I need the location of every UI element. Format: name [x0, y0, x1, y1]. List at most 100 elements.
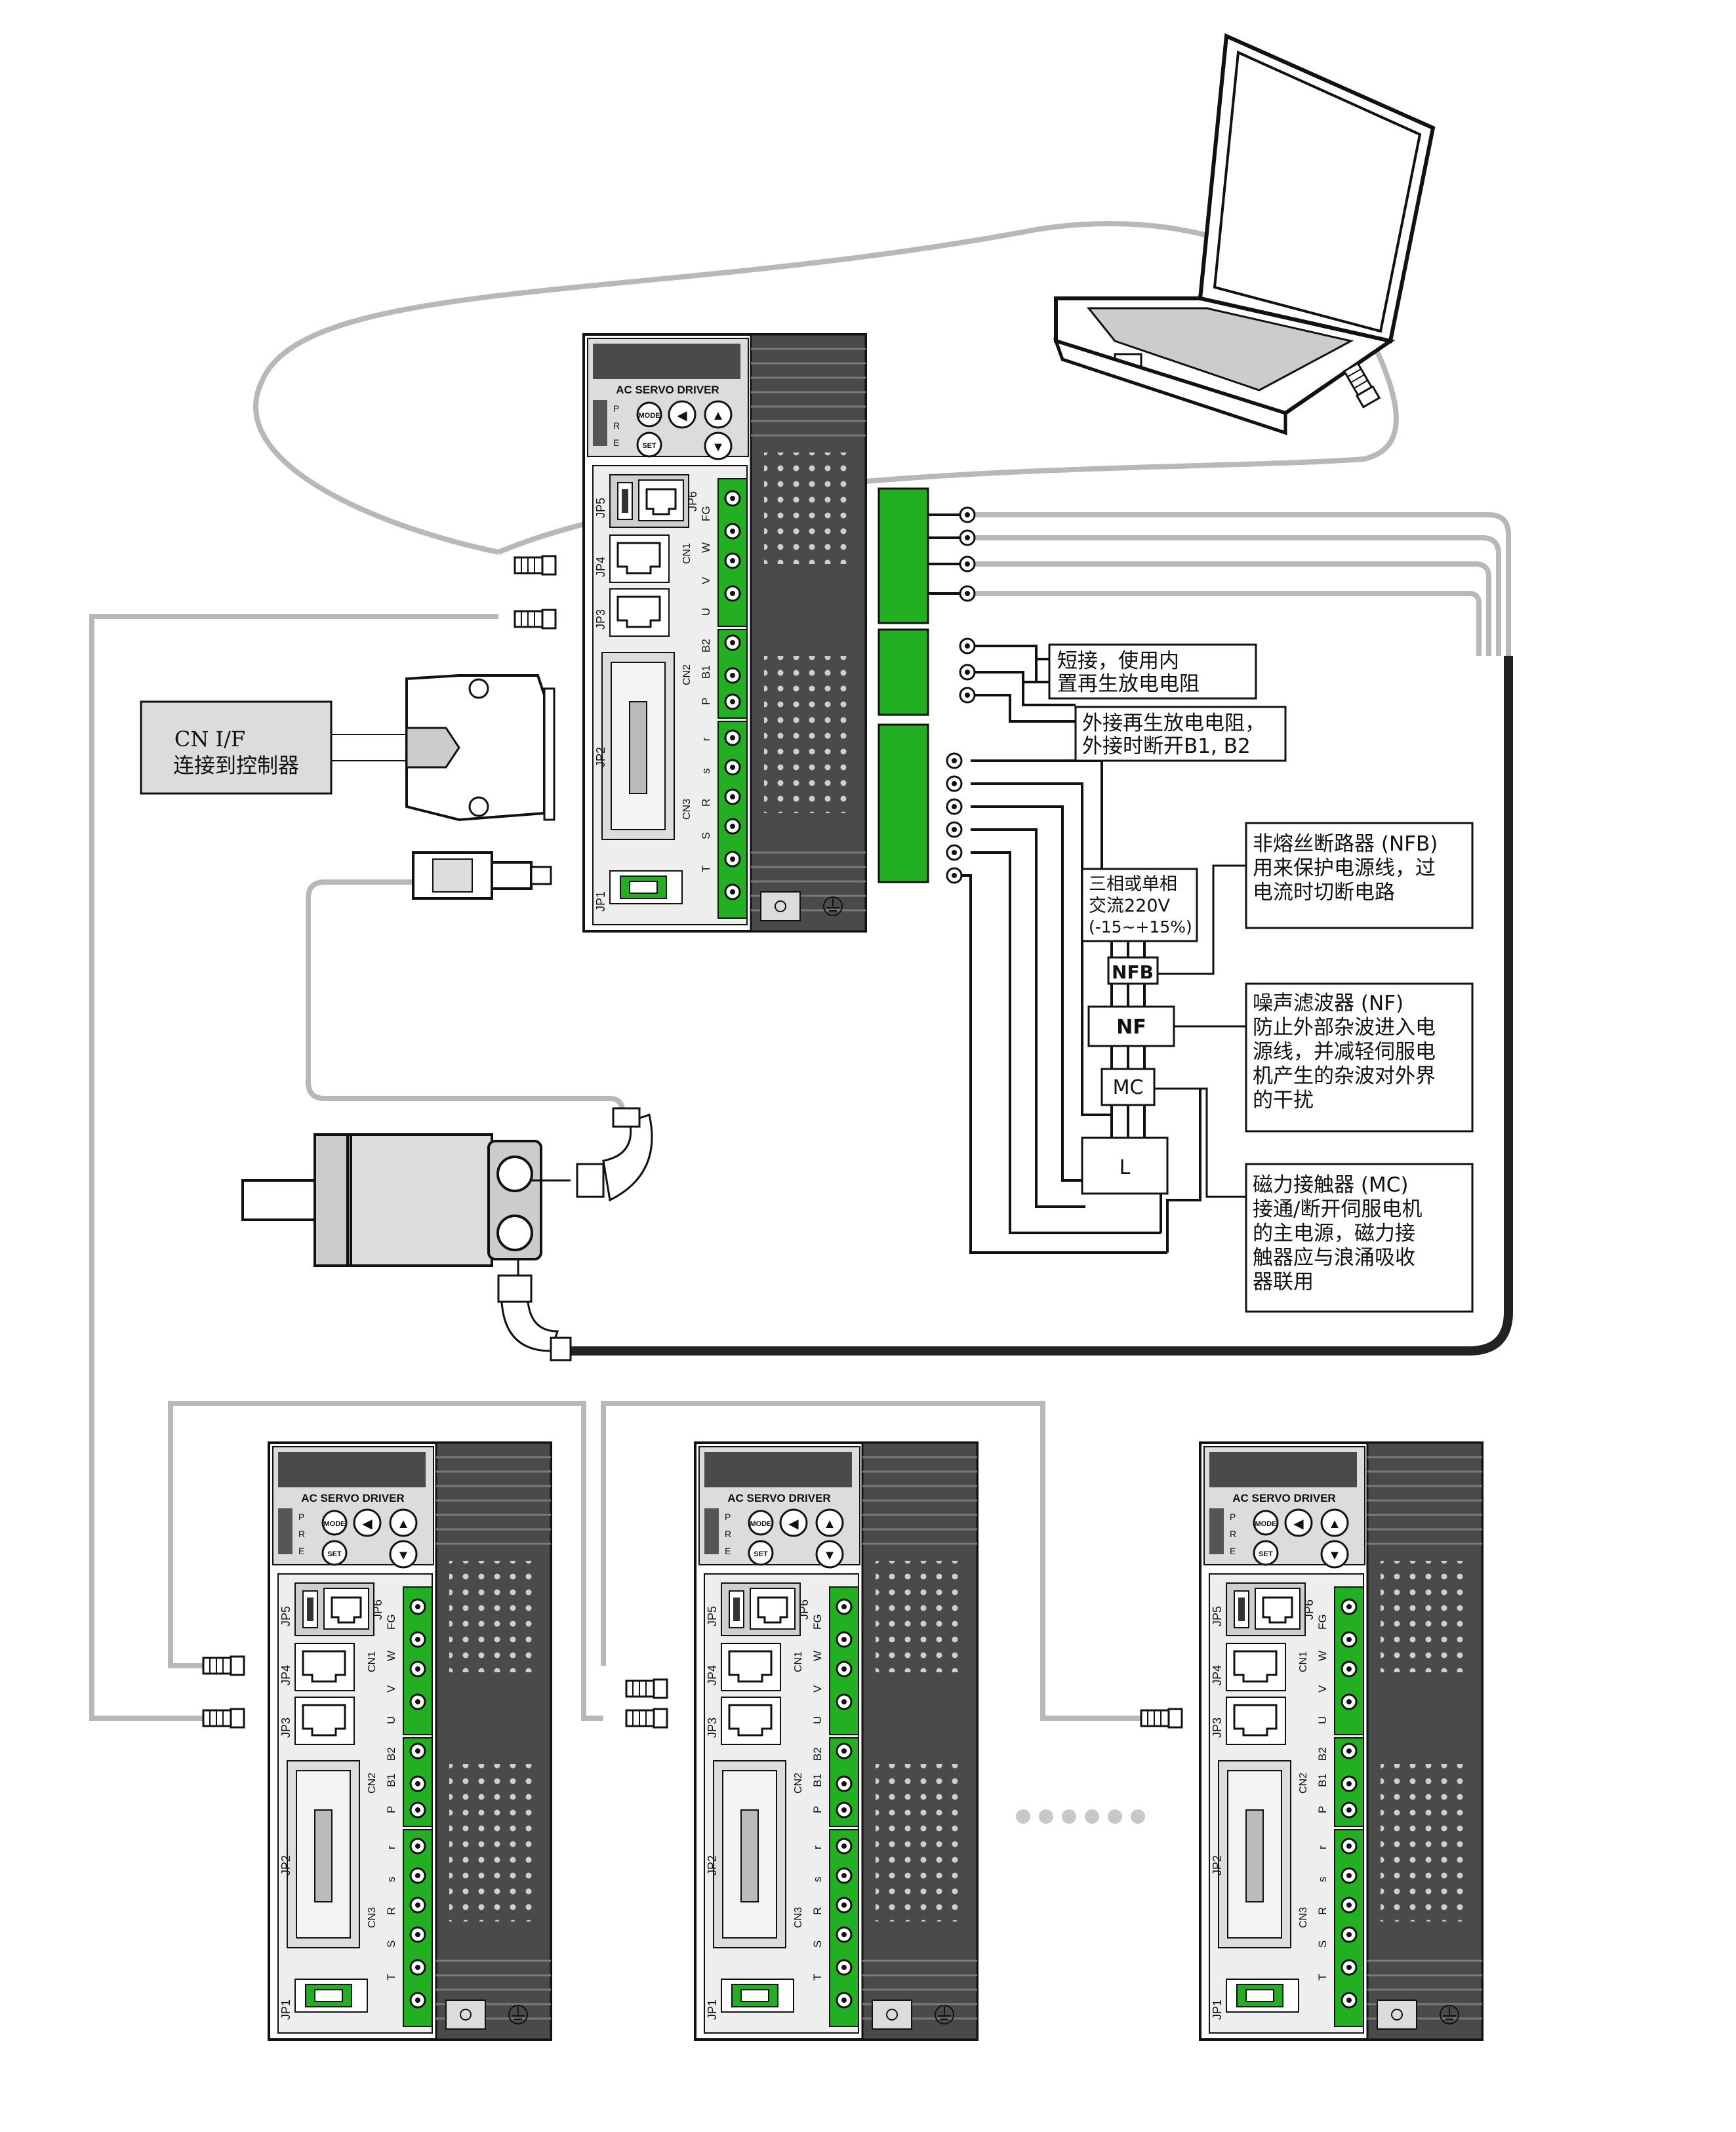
svg-text:MC: MC [1113, 1076, 1144, 1099]
cn1-pin: U [811, 1716, 824, 1724]
cn3-pin: R [700, 799, 712, 807]
drive-terminal-screw [724, 693, 741, 710]
mc-box: MC [1100, 1068, 1156, 1106]
up-button [815, 1508, 844, 1537]
led-letter: E [613, 437, 619, 448]
down-button [1320, 1540, 1349, 1569]
svg-text:(-15~+15%): (-15~+15%) [1089, 917, 1192, 936]
jp1-label: JP1 [1211, 2000, 1224, 2020]
cn3-pin: R [811, 1907, 824, 1915]
jp5-label: JP5 [279, 1606, 293, 1626]
note-mc: 磁力接触器 (MC) 接通/断开伺服电机 的主电源，磁力接 触器应与浪涌吸收 器… [1245, 1163, 1474, 1313]
drive-terminal-screw [409, 1959, 426, 1976]
cn3-pin: S [700, 832, 712, 839]
svg-text:防止外部杂波进入电: 防止外部杂波进入电 [1253, 1016, 1436, 1039]
drive-terminal-screw [409, 1775, 426, 1792]
drive-terminal-screw [409, 1598, 426, 1615]
drive-terminal-screw [724, 585, 741, 602]
jp1-label: JP1 [279, 2000, 293, 2020]
svg-text:噪声滤波器 (NF): 噪声滤波器 (NF) [1253, 992, 1403, 1015]
cn2-pin: B1 [811, 1773, 824, 1787]
drive-brand: AC SERVO DRIVER [1232, 1492, 1335, 1504]
cn3-label: CN3 [1298, 1907, 1309, 1928]
supply-box: 三相或单相 交流220V (-15~+15%) [1081, 868, 1198, 942]
svg-text:的干扰: 的干扰 [1253, 1089, 1314, 1112]
up-arrow-icon: ▲ [397, 1517, 410, 1531]
drive-terminal-screw [724, 883, 741, 900]
drive-terminal-screw [1341, 1897, 1358, 1914]
set-button [748, 1540, 774, 1566]
cn3-label: CN3 [367, 1907, 378, 1928]
set-button-label: SET [327, 1550, 342, 1558]
svg-text:磁力接触器 (MC): 磁力接触器 (MC) [1253, 1173, 1408, 1197]
cn3-pin: S [811, 1941, 824, 1948]
drive-terminal-screw [409, 1867, 426, 1884]
drive-terminal-screw [1341, 1867, 1358, 1884]
up-arrow-icon: ▲ [823, 1517, 836, 1531]
terminal-blocks [878, 487, 929, 883]
set-button [1253, 1540, 1279, 1566]
cn2-pin: P [385, 1806, 397, 1813]
drive-terminal-screw [1341, 1598, 1358, 1615]
cn2-label: CN2 [1298, 1773, 1309, 1794]
drive-terminal-screw [1341, 1631, 1358, 1648]
svg-text:交流220V: 交流220V [1089, 896, 1171, 916]
cn3-pin: T [385, 1974, 397, 1981]
cn3-pin: r [385, 1845, 397, 1849]
cn3-pin: r [700, 737, 712, 741]
led-letter: E [1230, 1546, 1236, 1556]
cn3-pin: T [1316, 1974, 1329, 1981]
cn2-pin: B1 [1316, 1773, 1329, 1787]
drive-terminal-screw [724, 490, 741, 507]
cn1-pin: FG [385, 1614, 397, 1630]
set-button-label: SET [642, 442, 656, 450]
drive-terminal-screw [1341, 1992, 1358, 2009]
cn1-label: CN1 [681, 543, 693, 564]
led-letter: E [725, 1546, 731, 1556]
svg-text:L: L [1120, 1156, 1131, 1179]
mode-button [1253, 1510, 1279, 1536]
drive-terminal-screw [724, 729, 741, 746]
svg-text:接通/断开伺服电机: 接通/断开伺服电机 [1253, 1197, 1422, 1221]
led-letter: R [613, 420, 620, 431]
jp6-label: JP6 [686, 491, 699, 512]
mode-button [321, 1510, 348, 1536]
continuation-dots [1016, 1809, 1145, 1824]
drive-terminal-screw [724, 523, 741, 540]
drive-terminal-screw [724, 634, 741, 651]
cn2-label: CN2 [793, 1773, 804, 1794]
drive-terminal-screw [724, 818, 741, 835]
jp1-label: JP1 [706, 2000, 719, 2020]
cn2-pin: P [811, 1806, 824, 1813]
jp4-label: JP4 [279, 1665, 293, 1685]
mode-button-label: MODE [1255, 1520, 1277, 1528]
cn1-label: CN1 [1298, 1651, 1309, 1672]
note-short-circuit: 短接，使用内 置再生放电电阻 [1048, 643, 1257, 700]
cn1-label: CN1 [793, 1651, 804, 1672]
cn3-pin: T [700, 866, 712, 872]
note-nf: 噪声滤波器 (NF) 防止外部杂波进入电 源线，并减轻伺服电 机产生的杂波对外界… [1245, 982, 1474, 1133]
cn1-pin: V [385, 1685, 397, 1693]
up-button [1320, 1508, 1349, 1537]
drive-terminal-screw [409, 1838, 426, 1855]
drive-terminal-screw [409, 1631, 426, 1648]
cn1-label: CN1 [367, 1651, 378, 1672]
drive-terminal-screw [724, 667, 741, 684]
svg-text:NFB: NFB [1112, 961, 1154, 983]
drive-terminal-screw [836, 1867, 853, 1884]
motor-power-cable [564, 656, 1513, 1356]
down-button [389, 1540, 418, 1569]
nf-box: NF [1087, 1005, 1175, 1047]
drive-terminal-screw [836, 1631, 853, 1648]
led-letter: P [298, 1512, 304, 1522]
led-letter: R [725, 1529, 731, 1539]
jp2-label: JP2 [594, 747, 607, 767]
cn2-pin: P [1316, 1806, 1329, 1813]
drive-brand: AC SERVO DRIVER [301, 1492, 404, 1504]
jp6-label: JP6 [1302, 1599, 1316, 1620]
left-arrow-icon: ◀ [362, 1517, 373, 1531]
cn1-pin: FG [700, 506, 712, 521]
